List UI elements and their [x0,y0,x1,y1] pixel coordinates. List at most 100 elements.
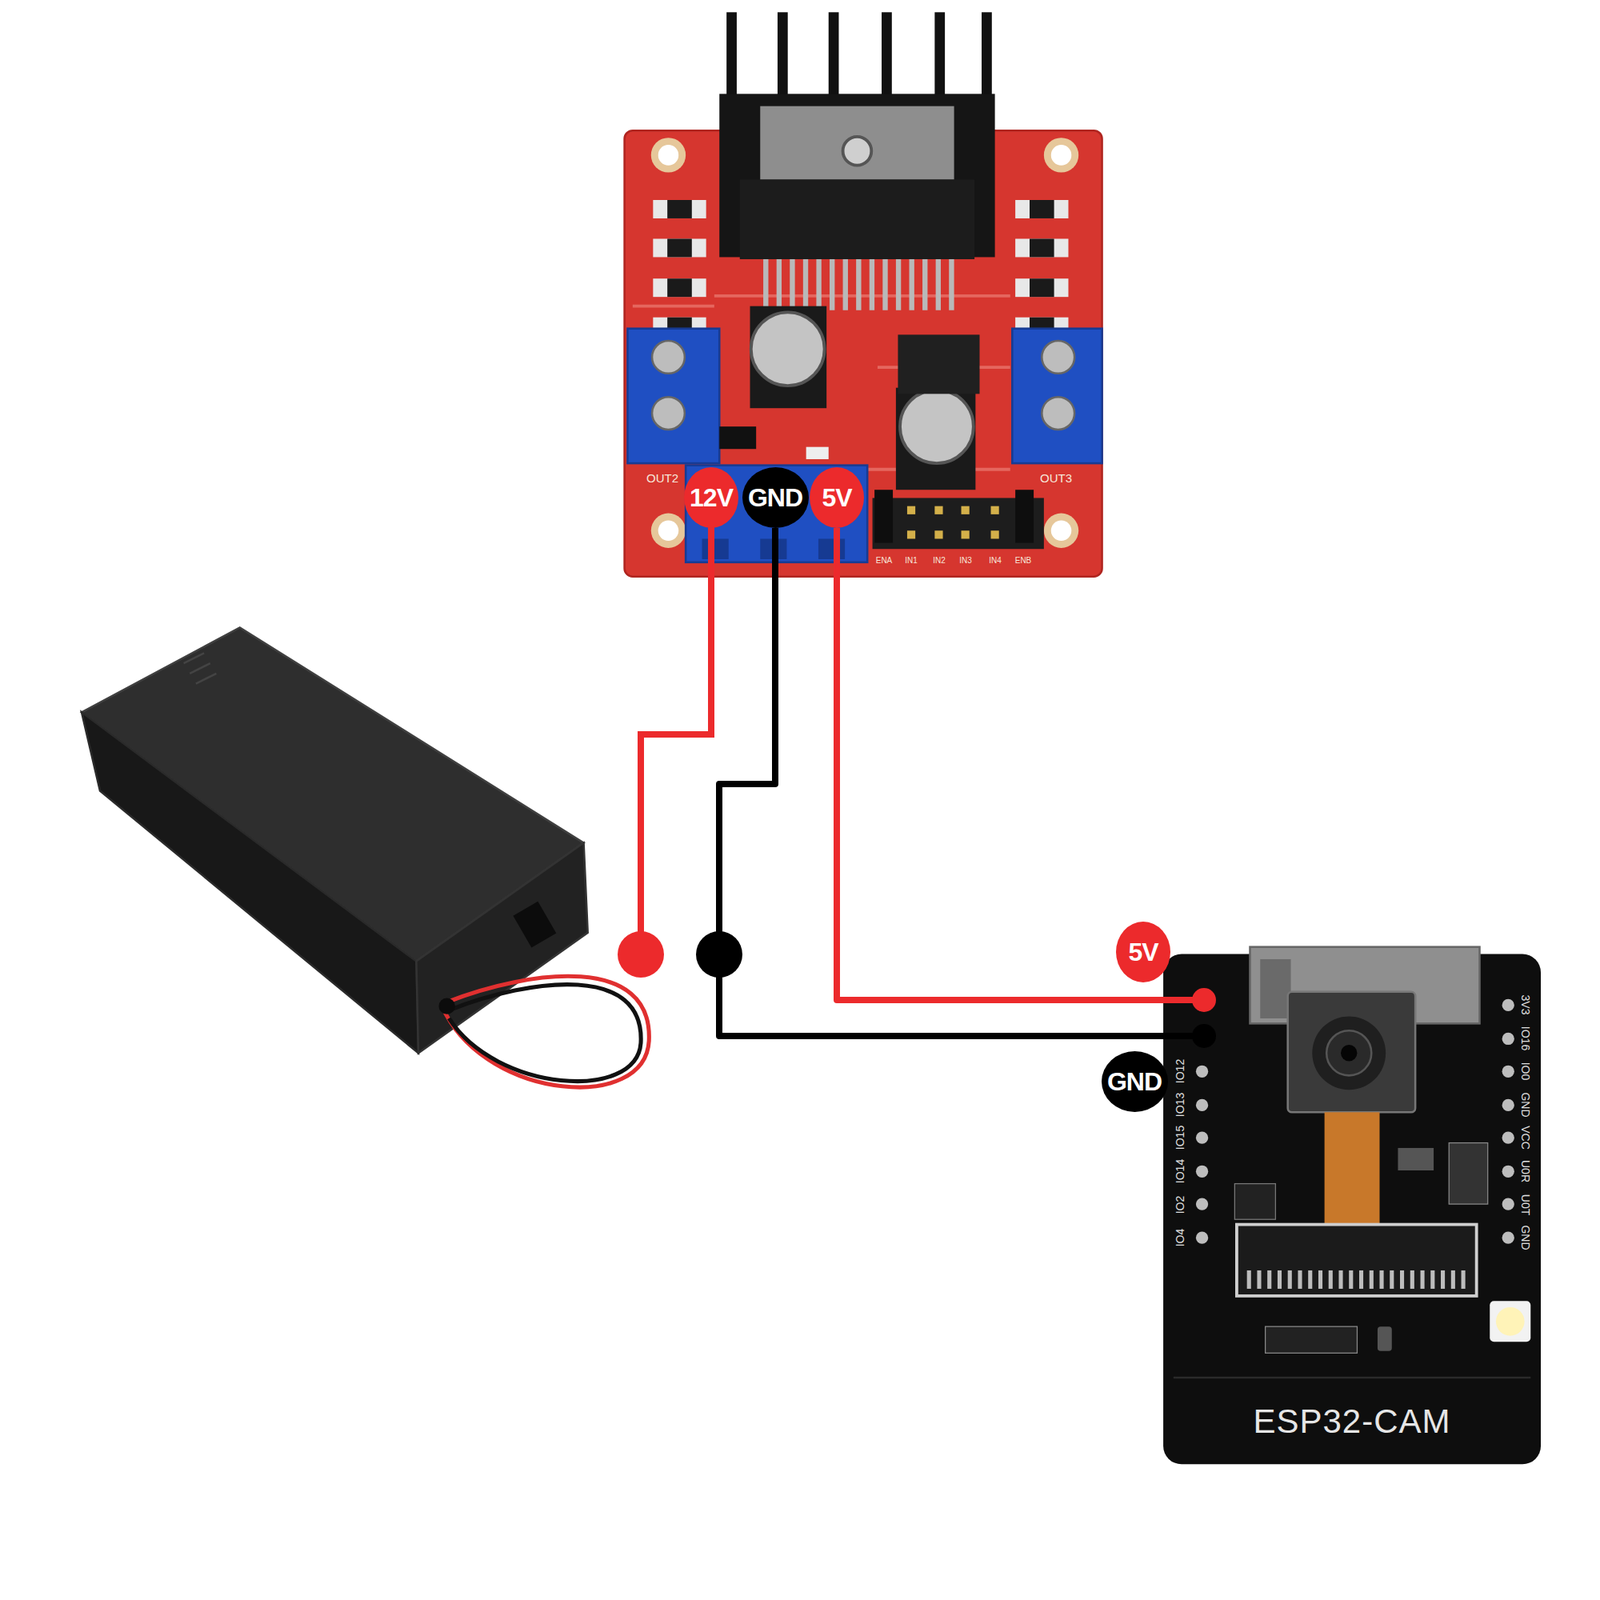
mounting-holes-part [1044,137,1079,172]
connector-teeth-part [1451,1270,1456,1289]
esp-pin-holes-part [1502,999,1515,1012]
camera-lens [1326,1030,1372,1076]
connector-teeth-part [1389,1270,1394,1289]
smd-part [1397,1148,1434,1171]
chip-pins-part [763,259,768,311]
esp-pin-holes-part [1196,1197,1208,1210]
pin-dot [1192,1024,1216,1048]
diodes-part-part [652,278,706,297]
esp-pin-holes-part [1196,1165,1208,1178]
chip-pins-part [948,259,954,311]
chip-body [740,179,975,259]
chip-pins-part [816,259,821,311]
terminal-block [1012,328,1102,464]
terminal-label: OUT2 [646,472,679,484]
heatsink-fins-part [934,12,945,99]
node-text: 5V [1116,921,1171,983]
camera-lens [1312,1016,1386,1090]
connector-teeth-part [1318,1270,1323,1289]
chip-tab [760,106,954,180]
connector-teeth-part [1410,1270,1415,1289]
smd-part [1234,1184,1276,1220]
pin-label: IN3 [959,556,972,565]
screw [843,136,872,166]
esp-pin-holes-part [1502,1065,1515,1078]
header-pins-part [961,530,970,539]
battery-grip [184,652,217,684]
esp-pcb [1163,954,1541,1465]
diodes-part [1015,238,1068,257]
heatsink-fins-part [726,12,737,99]
esp-pin-holes-part [1196,1065,1208,1078]
connector-teeth-part [1348,1270,1353,1289]
node-text: GND [1101,1051,1168,1112]
terminal-opening [818,538,845,560]
terminal-screw [652,396,685,430]
esp-pin-holes-part [1502,1197,1515,1210]
pin-label: VCC [1520,1125,1532,1150]
header-pins-part [991,506,1000,515]
connector-teeth-part [1338,1270,1343,1289]
esp-pin-holes-part [1196,1232,1208,1244]
capacitor [900,389,974,464]
terminal-label: OUT3 [1040,472,1072,484]
terminal-screw [652,340,685,374]
esp-pin-holes-part [1502,1232,1515,1244]
pin-label: ENA [876,556,893,565]
smd-part [1377,1326,1392,1352]
camera-lens [1340,1044,1357,1061]
esp-pin-holes-part [1502,1099,1515,1112]
esp-pin-holes-part [1502,1032,1515,1045]
mounting-holes-part-part [1044,137,1079,172]
diodes-part [652,200,706,219]
mounting-holes-part-part [1051,520,1072,542]
chip-pins-part [803,259,808,311]
chip-pins-part [922,259,928,311]
mounting-holes-part [651,137,686,172]
diodes [652,200,1068,336]
battery-lead-exit [438,997,455,1014]
pin-label: IO16 [1520,1026,1532,1051]
pin-label: IO2 [1174,1196,1186,1215]
ground-badge: GND [1101,1051,1168,1112]
diodes-part [1015,278,1068,297]
connector-teeth-part [1288,1270,1292,1289]
jumper [719,426,756,449]
pin-label: 3V3 [1520,995,1532,1016]
chip-pins-part [908,259,914,311]
capacitor [751,312,825,386]
heatsink-fins-part [828,12,840,99]
pin-label: U0T [1520,1194,1532,1216]
voltage-badge: 5V [1116,921,1171,983]
chip-pins-part [776,259,782,311]
battery-end [416,843,588,1054]
connector-teeth [1247,1270,1466,1289]
battery-black-lead [448,984,641,1082]
pin-label: GND [1520,1224,1532,1250]
connector-teeth-part [1247,1270,1252,1289]
camera-module [1288,992,1416,1113]
mounting-holes-part-part [651,513,686,548]
mounting-holes-part [1044,513,1079,548]
camera-connector [1236,1224,1477,1296]
connector-teeth-part [1369,1270,1374,1289]
ground-badge: GND [742,467,809,528]
badge-fill [1101,1051,1168,1112]
capacitor-base [896,388,976,491]
heatsink-fins [726,12,992,99]
pin-label: IO12 [1174,1059,1186,1084]
connector-teeth-part [1420,1270,1425,1289]
diodes-part-part [1015,278,1068,297]
heatsink-fins-part [777,12,788,99]
chip-pins-part [896,259,901,311]
pin-label: IN2 [932,556,946,565]
chip-pins-part [882,259,888,311]
junction-dot [617,931,664,978]
esp-pin-holes-part [1196,1099,1208,1112]
battery-front [81,712,419,1053]
diodes-part-part [1029,200,1055,219]
chip-pins-part [869,259,875,311]
pin-label: IO4 [1174,1228,1186,1248]
badge-fill [684,467,739,528]
smd-part [1265,1326,1358,1353]
